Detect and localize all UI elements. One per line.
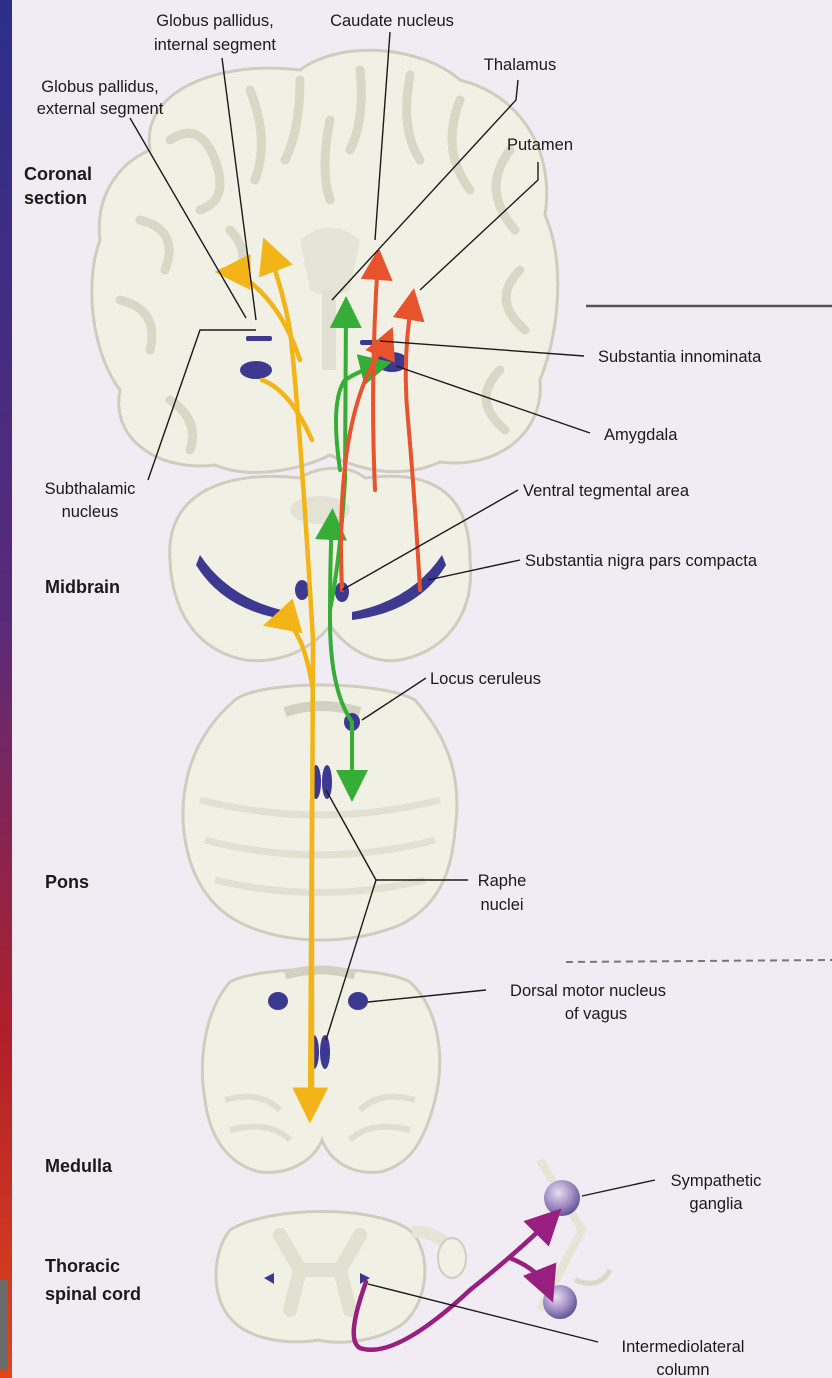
edge-strip [0,0,12,1378]
dmv-left [268,992,288,1010]
dmv-right [348,992,368,1010]
label-snpc: Substantia nigra pars compacta [525,552,758,570]
label-amygdala: Amygdala [604,426,678,444]
label-iml-2: column [656,1361,709,1378]
label-ganglia-1: Sympathetic [671,1172,762,1190]
midbrain-section [170,468,471,660]
edge-strip-gray [0,1280,8,1370]
thoracic-cord-section [216,1160,610,1342]
label-caudate: Caudate nucleus [330,12,454,30]
label-vta: Ventral tegmental area [523,482,690,500]
label-coronal-2: section [24,188,87,208]
third-ventricle [322,290,336,370]
label-gp-internal-1: Globus pallidus, [156,12,273,30]
label-raphe-2: nuclei [480,896,523,914]
drg [438,1238,466,1278]
label-medulla: Medulla [45,1156,113,1176]
substantia-innominata-shape [360,340,382,345]
gray-ramus [575,1270,610,1283]
label-gp-external-2: external segment [37,100,164,118]
label-midbrain: Midbrain [45,577,120,597]
label-subthalamic-1: Subthalamic [45,480,136,498]
label-dmv-1: Dorsal motor nucleus [510,982,666,1000]
label-coronal-1: Coronal [24,164,92,184]
label-thoracic-2: spinal cord [45,1284,141,1304]
label-gp-internal-2: internal segment [154,36,276,54]
label-raphe-1: Raphe [478,872,527,890]
ganglion-upper [544,1180,580,1216]
label-thoracic-1: Thoracic [45,1256,120,1276]
divider-line-lower [566,960,832,962]
lateral-ventricle [300,228,360,296]
raphe-pons-right [322,765,332,799]
medulla-section [202,969,439,1172]
label-putamen: Putamen [507,136,573,154]
medulla-ventricle [285,970,355,975]
label-iml-1: Intermediolateral [622,1338,745,1356]
leader-ganglia [582,1180,655,1196]
label-dmv-2: of vagus [565,1005,627,1023]
label-subthalamic-2: nucleus [62,503,119,521]
label-thalamus: Thalamus [484,56,556,74]
gp-internal-nucleus [246,336,272,341]
medulla-outline [202,969,439,1172]
subthalamic-nucleus-shape [240,361,272,379]
label-locus-ceruleus: Locus ceruleus [430,670,541,688]
pons-section [183,685,457,940]
raphe-medulla-right [320,1035,330,1069]
label-ganglia-2: ganglia [689,1195,743,1213]
label-pons: Pons [45,872,89,892]
vta-left [295,580,309,600]
label-substantia-innominata: Substantia innominata [598,348,762,366]
label-gp-external-1: Globus pallidus, [41,78,158,96]
